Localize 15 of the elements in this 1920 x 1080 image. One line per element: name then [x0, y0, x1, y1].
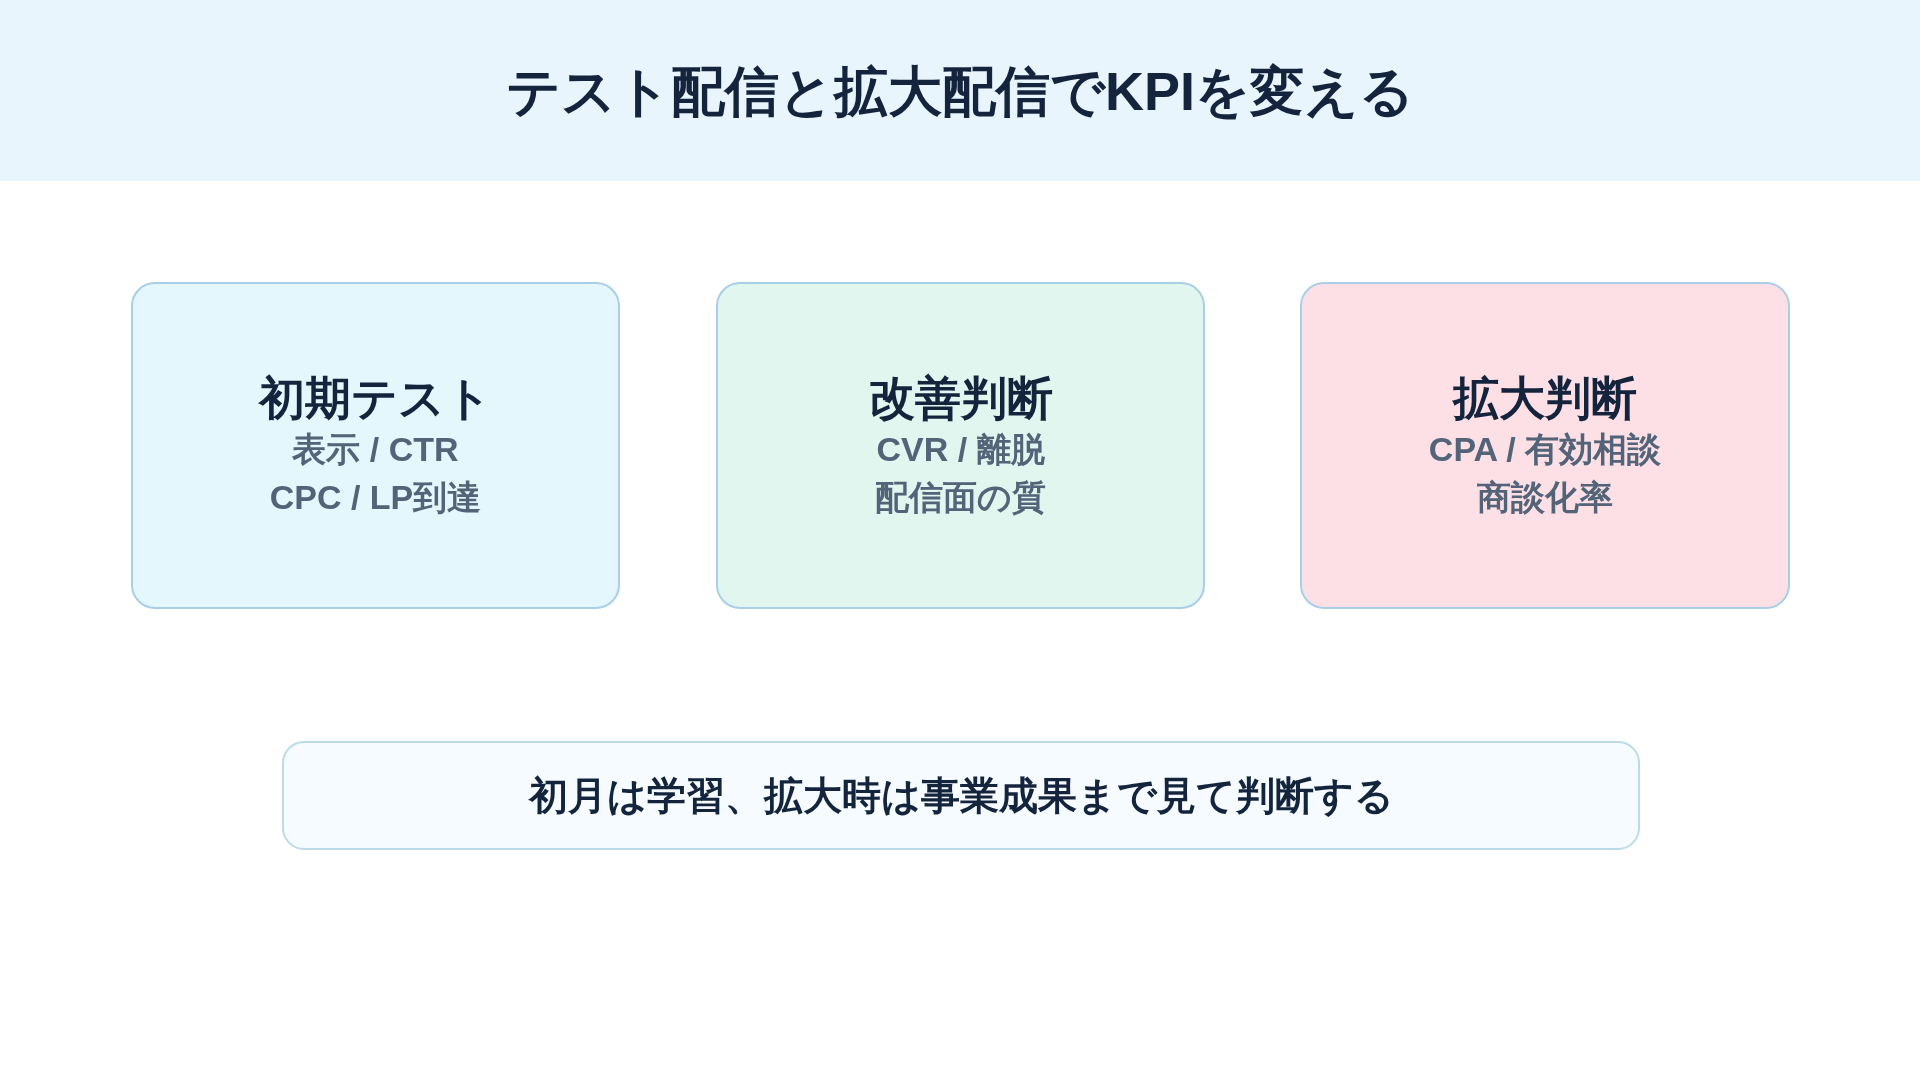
card-heading: 初期テスト [259, 370, 492, 425]
card-text: 配信面の質 [875, 476, 1046, 518]
card-text: 表示 / CTR [292, 428, 459, 470]
card-text: CPC / LP到達 [269, 476, 482, 518]
kpi-card [1300, 282, 1790, 609]
card-heading: 拡大判断 [1453, 370, 1637, 425]
card-text: 商談化率 [1477, 476, 1613, 518]
title: テスト配信と拡大配信でKPIを変える [506, 59, 1414, 123]
card-text: CPA / 有効相談 [1428, 428, 1662, 470]
card-text: CVR / 離脱 [876, 428, 1045, 470]
summary-box [282, 741, 1640, 850]
kpi-card [716, 282, 1205, 609]
summary-text: 初月は学習、拡大時は事業成果まで見て判断する [528, 772, 1394, 819]
card-heading: 改善判断 [868, 370, 1053, 425]
kpi-card [131, 282, 620, 609]
